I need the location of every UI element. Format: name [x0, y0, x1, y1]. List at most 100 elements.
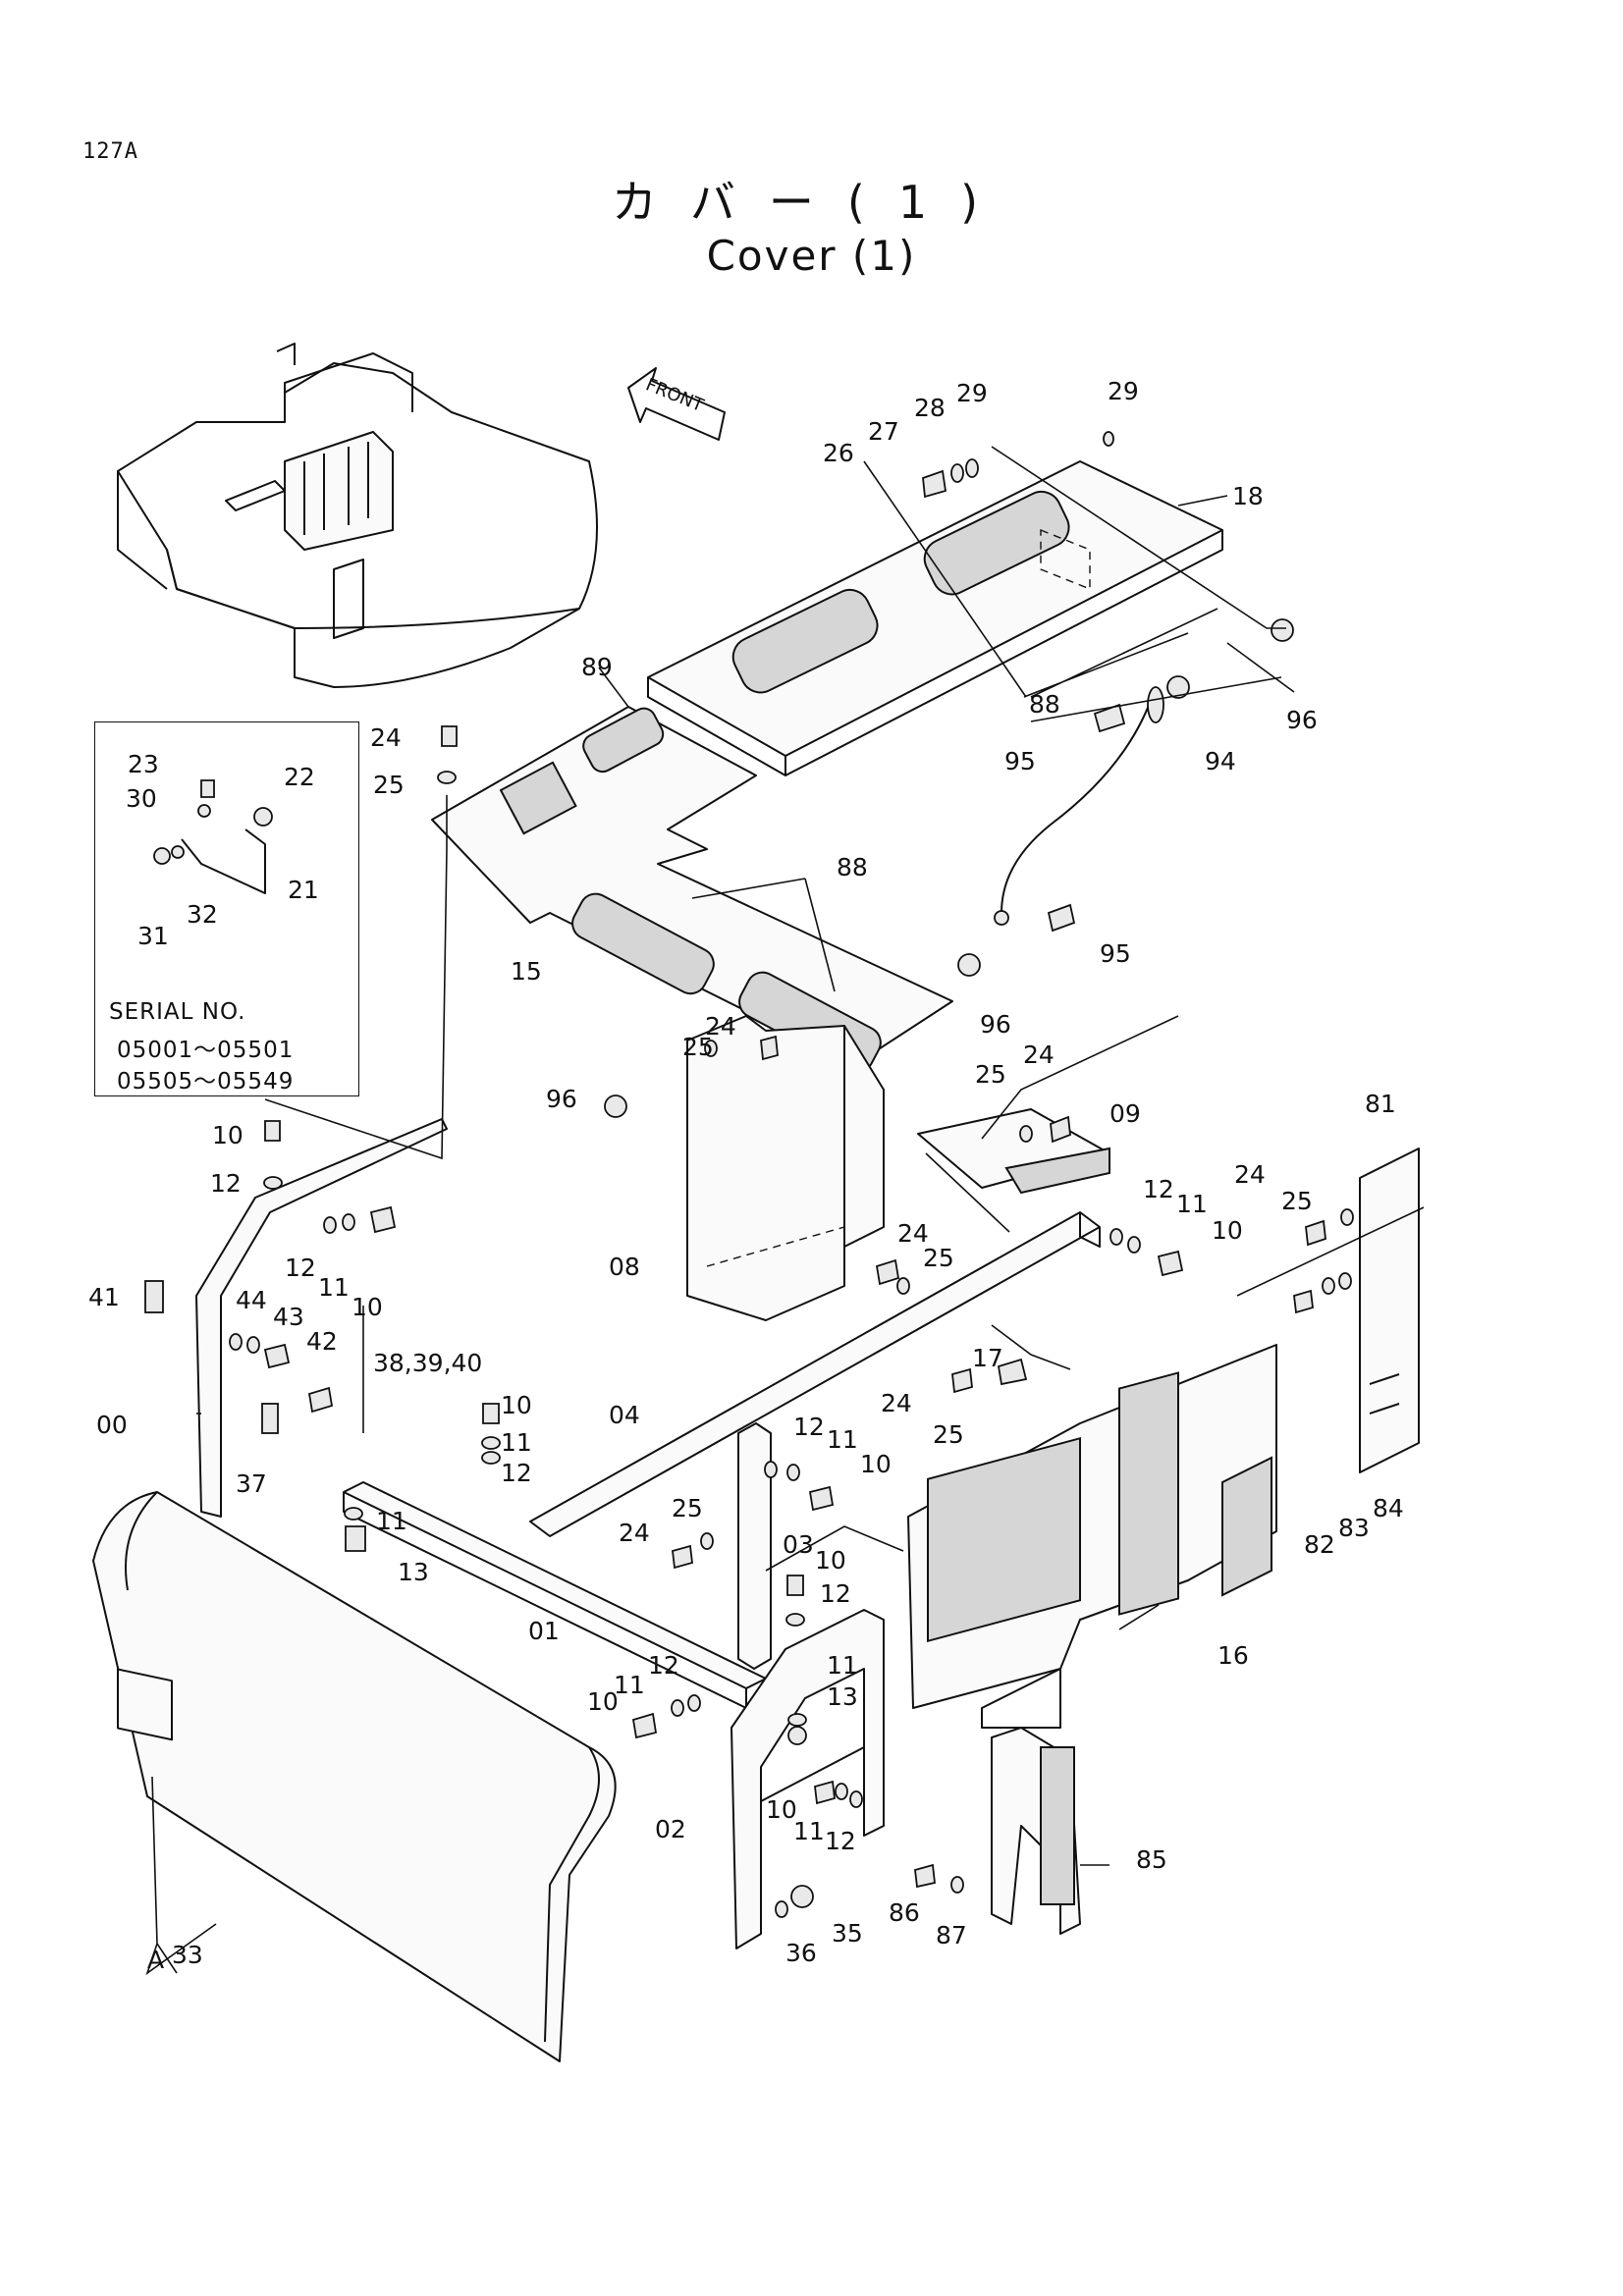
part-00-left-frame: [195, 1118, 448, 1518]
page-code: 127A: [82, 139, 138, 164]
callout-label: 10: [815, 1546, 846, 1575]
part-03-post: [737, 1422, 772, 1670]
callout-label: 43: [273, 1303, 304, 1331]
callout-label: 37: [236, 1469, 267, 1498]
callout-leaders: [145, 460, 1295, 1976]
callout-label: 31: [137, 922, 169, 950]
callout-label: 11: [1176, 1190, 1208, 1218]
callout-label: 30: [126, 784, 157, 813]
callout-label: 24: [1023, 1041, 1055, 1069]
callout-label: 89: [581, 653, 613, 681]
callout-label: 11: [318, 1273, 350, 1302]
callout-label: 11: [376, 1507, 407, 1535]
callout-label: 03: [783, 1530, 814, 1559]
callout-label: 25: [373, 771, 405, 799]
callout-label: 24: [370, 723, 402, 752]
callout-label: 11: [614, 1671, 645, 1699]
callout-label: 10: [1212, 1216, 1243, 1245]
callout-label: 10: [352, 1293, 383, 1321]
callout-label: 82: [1304, 1530, 1335, 1559]
callout-label: 33: [172, 1941, 203, 1969]
callout-label: 29: [956, 379, 988, 407]
callout-label: 12: [1143, 1175, 1174, 1203]
serial-number-inset: SERIAL NO. 05001～05501 05505～05549: [94, 721, 359, 1096]
callout-label: 85: [1136, 1845, 1167, 1874]
callout-label: 21: [288, 876, 319, 904]
part-15-plate: [431, 706, 953, 1074]
callout-label: 08: [609, 1253, 640, 1281]
callout-label: 12: [648, 1651, 679, 1680]
callout-label: 15: [511, 957, 542, 986]
fasteners: [144, 431, 1354, 1918]
callout-label: 35: [832, 1919, 863, 1948]
callout-label: 86: [889, 1898, 920, 1927]
callout-label: 88: [837, 853, 868, 881]
callout-label: 25: [933, 1420, 964, 1449]
callout-label: 87: [936, 1921, 967, 1949]
callout-label: 25: [1281, 1187, 1313, 1215]
callout-label: 96: [546, 1085, 577, 1113]
callout-label: 11: [827, 1425, 858, 1454]
callout-label: 96: [980, 1010, 1011, 1039]
serial-range-2: 05505～05549: [117, 1069, 295, 1095]
callout-label: 41: [88, 1283, 120, 1311]
callout-label: 23: [128, 750, 159, 778]
callout-label: 12: [793, 1413, 825, 1441]
callout-label: 24: [705, 1012, 736, 1041]
callout-label: 10: [212, 1121, 243, 1149]
callout-label: 12: [825, 1827, 856, 1855]
serial-label: SERIAL NO.: [109, 999, 246, 1025]
callout-label: 25: [672, 1494, 703, 1522]
callout-label: 24: [1234, 1160, 1266, 1189]
part-33-side-door: [92, 1491, 617, 2062]
callout-label: 22: [284, 763, 315, 791]
callout-label: A: [147, 1946, 164, 1974]
callout-label: 94: [1205, 747, 1236, 775]
part-04-rail: [529, 1211, 1101, 1537]
callout-label: 27: [868, 417, 899, 446]
callout-label: 25: [923, 1244, 954, 1272]
serial-range-1: 05001～05501: [117, 1038, 295, 1063]
front-direction-arrow: FRONT: [627, 367, 726, 441]
part-09-latch: [917, 1108, 1110, 1195]
callout-label: 83: [1338, 1514, 1370, 1542]
callout-label: 24: [881, 1389, 912, 1417]
callout-label: 16: [1217, 1641, 1249, 1670]
callout-label: 32: [187, 900, 218, 929]
callout-label: 11: [827, 1651, 858, 1680]
callout-label: 95: [1100, 939, 1131, 968]
part-81-upright: [1359, 1148, 1420, 1473]
callout-label: 12: [285, 1254, 316, 1282]
callout-label: 11: [793, 1817, 825, 1845]
part-16-panel: [907, 1344, 1277, 1729]
callout-label: 38,39,40: [373, 1349, 482, 1377]
callout-label: 24: [619, 1519, 650, 1547]
title-japanese: カバー(1): [611, 176, 1012, 229]
callout-label: 96: [1286, 706, 1318, 734]
title-english: Cover (1): [706, 232, 917, 280]
callout-label: 10: [587, 1687, 619, 1716]
callout-label: 13: [827, 1682, 858, 1711]
callout-label: 42: [306, 1327, 338, 1356]
callout-label: 00: [96, 1411, 128, 1439]
callout-label: 04: [609, 1401, 640, 1429]
callout-label: 17: [972, 1344, 1003, 1372]
part-94-wire: [994, 686, 1164, 926]
callout-label: 24: [897, 1219, 929, 1248]
callout-label: 01: [528, 1617, 560, 1645]
callout-label: 44: [236, 1286, 267, 1314]
part-08-bracket: [686, 1015, 885, 1321]
callout-label: 29: [1108, 377, 1139, 405]
callout-label: 12: [501, 1459, 532, 1487]
callout-label: 10: [501, 1391, 532, 1419]
callout-label: 81: [1365, 1090, 1396, 1118]
callout-label: 28: [914, 394, 946, 422]
callout-label: 36: [785, 1939, 817, 1967]
callout-label: 25: [682, 1033, 714, 1061]
callout-label: 12: [210, 1169, 242, 1198]
callout-label: 11: [501, 1428, 532, 1457]
callout-label: 02: [655, 1815, 686, 1843]
callout-label: 88: [1029, 690, 1060, 719]
callout-label: 12: [820, 1579, 851, 1608]
